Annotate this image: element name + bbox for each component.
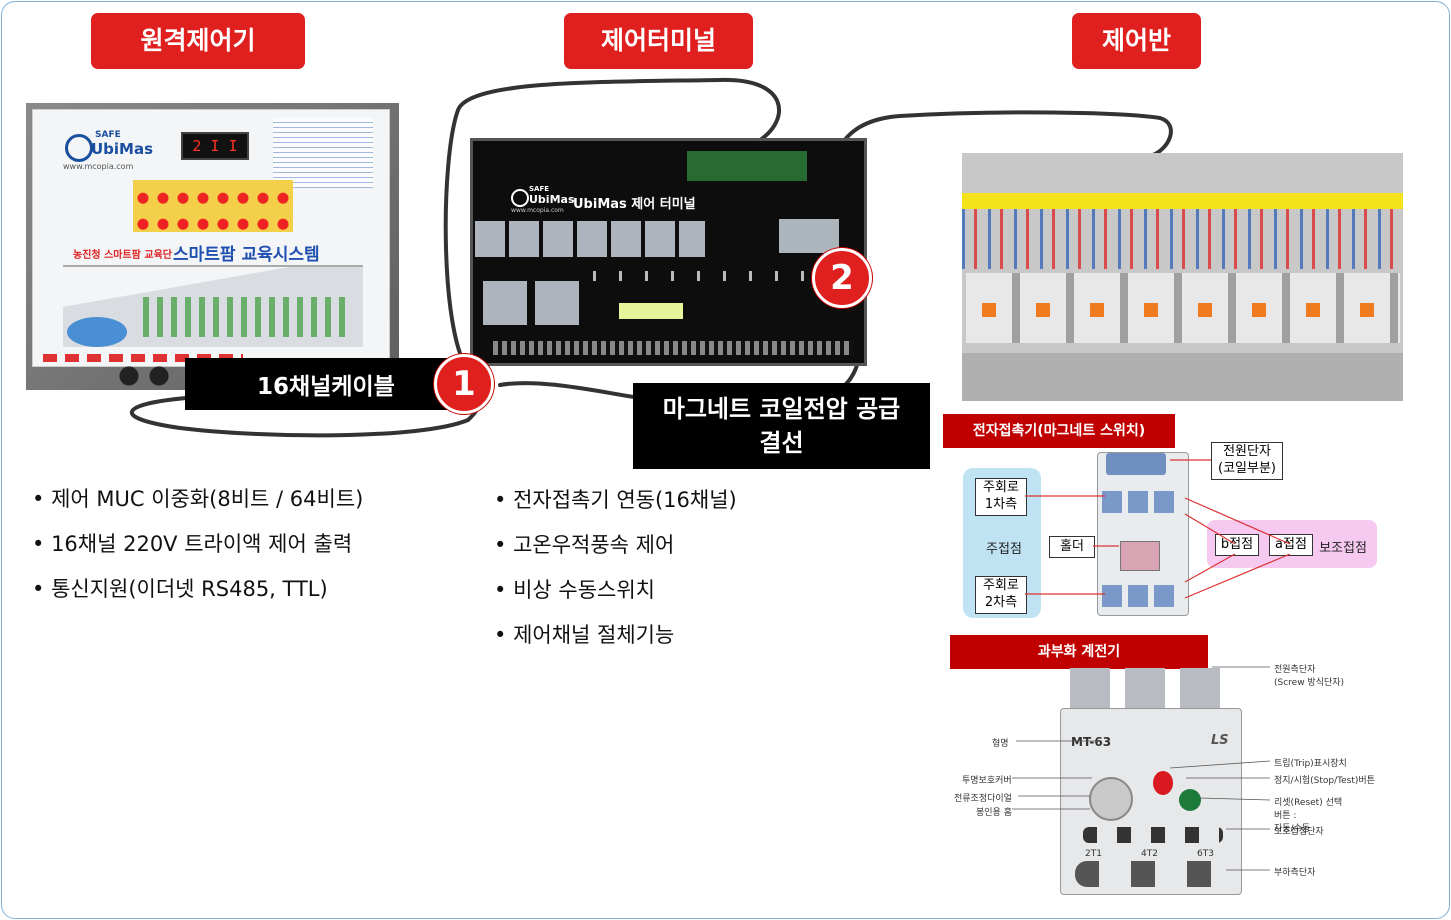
terminal-url: www.mcopia.com [511, 207, 564, 214]
feature-terminal-item: 제어채널 절체기능 [494, 620, 737, 665]
feature-terminal-item: 전자접촉기 연동(16채널) [494, 485, 737, 530]
remote-spec-text [273, 118, 373, 188]
remote-panel: SAFE UbiMas www.mcopia.com 2 I I 농진청 스마트… [32, 109, 390, 367]
ubimas-logo-icon [65, 134, 93, 162]
label-aux-terminal: 보조접점단자 [1274, 827, 1324, 837]
remote-system-sub: 농진청 스마트팜 교육단 [73, 250, 172, 261]
panel-label-strip [962, 193, 1403, 209]
overload-relay-diagram: MT-63 LS 2T1 4T2 6T3 형명 투명보호커버 전류조정다이얼 봉… [950, 648, 1375, 898]
badge-2: 2 [812, 248, 872, 308]
load-terminals [1075, 861, 1235, 887]
holder-label: 홀더 [1049, 536, 1095, 558]
relay-body: MT-63 LS 2T1 4T2 6T3 [1060, 708, 1242, 895]
feature-terminal-item: 비상 수동스위치 [494, 575, 737, 620]
remote-display: 2 I I [181, 132, 249, 160]
terminal-logo-icon [511, 189, 529, 207]
header-panel: 제어반 [1072, 13, 1201, 69]
remote-url: www.mcopia.com [63, 162, 134, 171]
current-dial-icon [1089, 777, 1133, 821]
terminal-green-board [687, 151, 807, 181]
remote-brand: UbiMas [91, 140, 154, 158]
contactor-title: 전자접촉기(마그네트 스위치) [943, 414, 1175, 448]
header-terminal: 제어터미널 [564, 13, 753, 69]
remote-controller-photo: SAFE UbiMas www.mcopia.com 2 I I 농진청 스마트… [26, 103, 399, 390]
terminal-block-row [493, 341, 853, 355]
coil-wiring-label: 마그네트 코일전압 공급 결선 [633, 383, 930, 469]
header-remote: 원격제어기 [91, 13, 305, 69]
trip-indicator-icon [1153, 771, 1173, 795]
label-stop-test: 정지/시험(Stop/Test)버튼 [1274, 776, 1375, 786]
relay-model: MT-63 [1071, 735, 1112, 749]
contactor-leader-lines [1025, 459, 1291, 599]
terminal-title: UbiMas 제어 터미널 [573, 197, 696, 212]
panel-lower [962, 353, 1403, 401]
feature-remote-item: 통신지원(이더넷 RS485, TTL) [32, 574, 363, 619]
power-terminal-label: 전원단자 (코일부분) [1211, 442, 1283, 480]
relay-brand: LS [1211, 733, 1229, 748]
remote-switch-grid [133, 180, 293, 232]
label-power-terminal: 전원측단자 (Screw 방식단자) [1274, 665, 1345, 688]
remote-system-title: 스마트팜 교육시스템 [173, 245, 320, 265]
terminal-brand: UbiMas [529, 193, 575, 206]
label-protective-cover: 투명보호커버 [962, 776, 1012, 786]
main-contact-label: 주접점 [986, 542, 1022, 557]
badge-1: 1 [434, 354, 494, 414]
main-secondary-label: 주회로 2차측 [975, 576, 1027, 614]
relay-row-top [475, 221, 705, 257]
label-current-dial: 전류조정다이얼 [954, 794, 1012, 804]
terminal-2t1: 2T1 [1085, 849, 1102, 859]
label-load-terminal: 부하측단자 [1274, 868, 1316, 878]
remote-bottom-buttons [43, 354, 243, 362]
panel-contactor-orange [982, 303, 1402, 317]
terminal-note-sticker [619, 303, 683, 319]
features-terminal: 전자접촉기 연동(16채널) 고온우적풍속 제어 비상 수동스위치 제어채널 절… [494, 485, 737, 665]
aux-contact-label: 보조접점 [1319, 541, 1367, 556]
greenhouse-illustration [63, 265, 363, 347]
label-trip-indicator: 트립(Trip)표시장치 [1274, 759, 1347, 769]
overload-leader-lines [1012, 666, 1271, 871]
remote-cable-glands [114, 365, 174, 387]
terminal-4t2: 4T2 [1141, 849, 1158, 859]
relay-row-bottom [483, 281, 579, 325]
terminal-brand-top: SAFE [529, 185, 550, 193]
remote-brand-top: SAFE [95, 130, 121, 140]
label-model: 형명 [992, 739, 1009, 749]
main-primary-label: 주회로 1차측 [975, 478, 1027, 516]
contactor-diagram: 전원단자 (코일부분) 주회로 1차측 주접점 홀더 주회로 2차측 b접점 a… [955, 442, 1377, 622]
cable-label: 16채널케이블 [185, 358, 463, 410]
panel-wiring [962, 209, 1403, 269]
label-seal-groove: 봉인용 홈 [976, 808, 1012, 818]
reset-button-icon [1179, 789, 1201, 811]
cable-coil-left [498, 381, 642, 400]
contactor-body [1097, 452, 1189, 616]
feature-remote-item: 16채널 220V 트라이액 제어 출력 [32, 529, 363, 574]
terminal-switch-row [593, 271, 813, 281]
label-reset: 리셋(Reset) 선택버튼 : 자동/수동 [1274, 798, 1343, 834]
relay-right [779, 219, 839, 253]
b-contact-label: b접점 [1215, 534, 1259, 556]
feature-remote-item: 제어 MUC 이중화(8비트 / 64비트) [32, 484, 363, 529]
control-panel-photo [962, 153, 1403, 401]
features-remote: 제어 MUC 이중화(8비트 / 64비트) 16채널 220V 트라이액 제어… [32, 484, 363, 619]
aux-terminals [1083, 827, 1223, 843]
overload-title: 과부화 계전기 [950, 635, 1208, 669]
control-terminal-photo: SAFE UbiMas www.mcopia.com UbiMas 제어 터미널 [470, 138, 867, 366]
feature-terminal-item: 고온우적풍속 제어 [494, 530, 737, 575]
relay-top-terminals [1070, 668, 1220, 712]
terminal-6t3: 6T3 [1197, 849, 1214, 859]
